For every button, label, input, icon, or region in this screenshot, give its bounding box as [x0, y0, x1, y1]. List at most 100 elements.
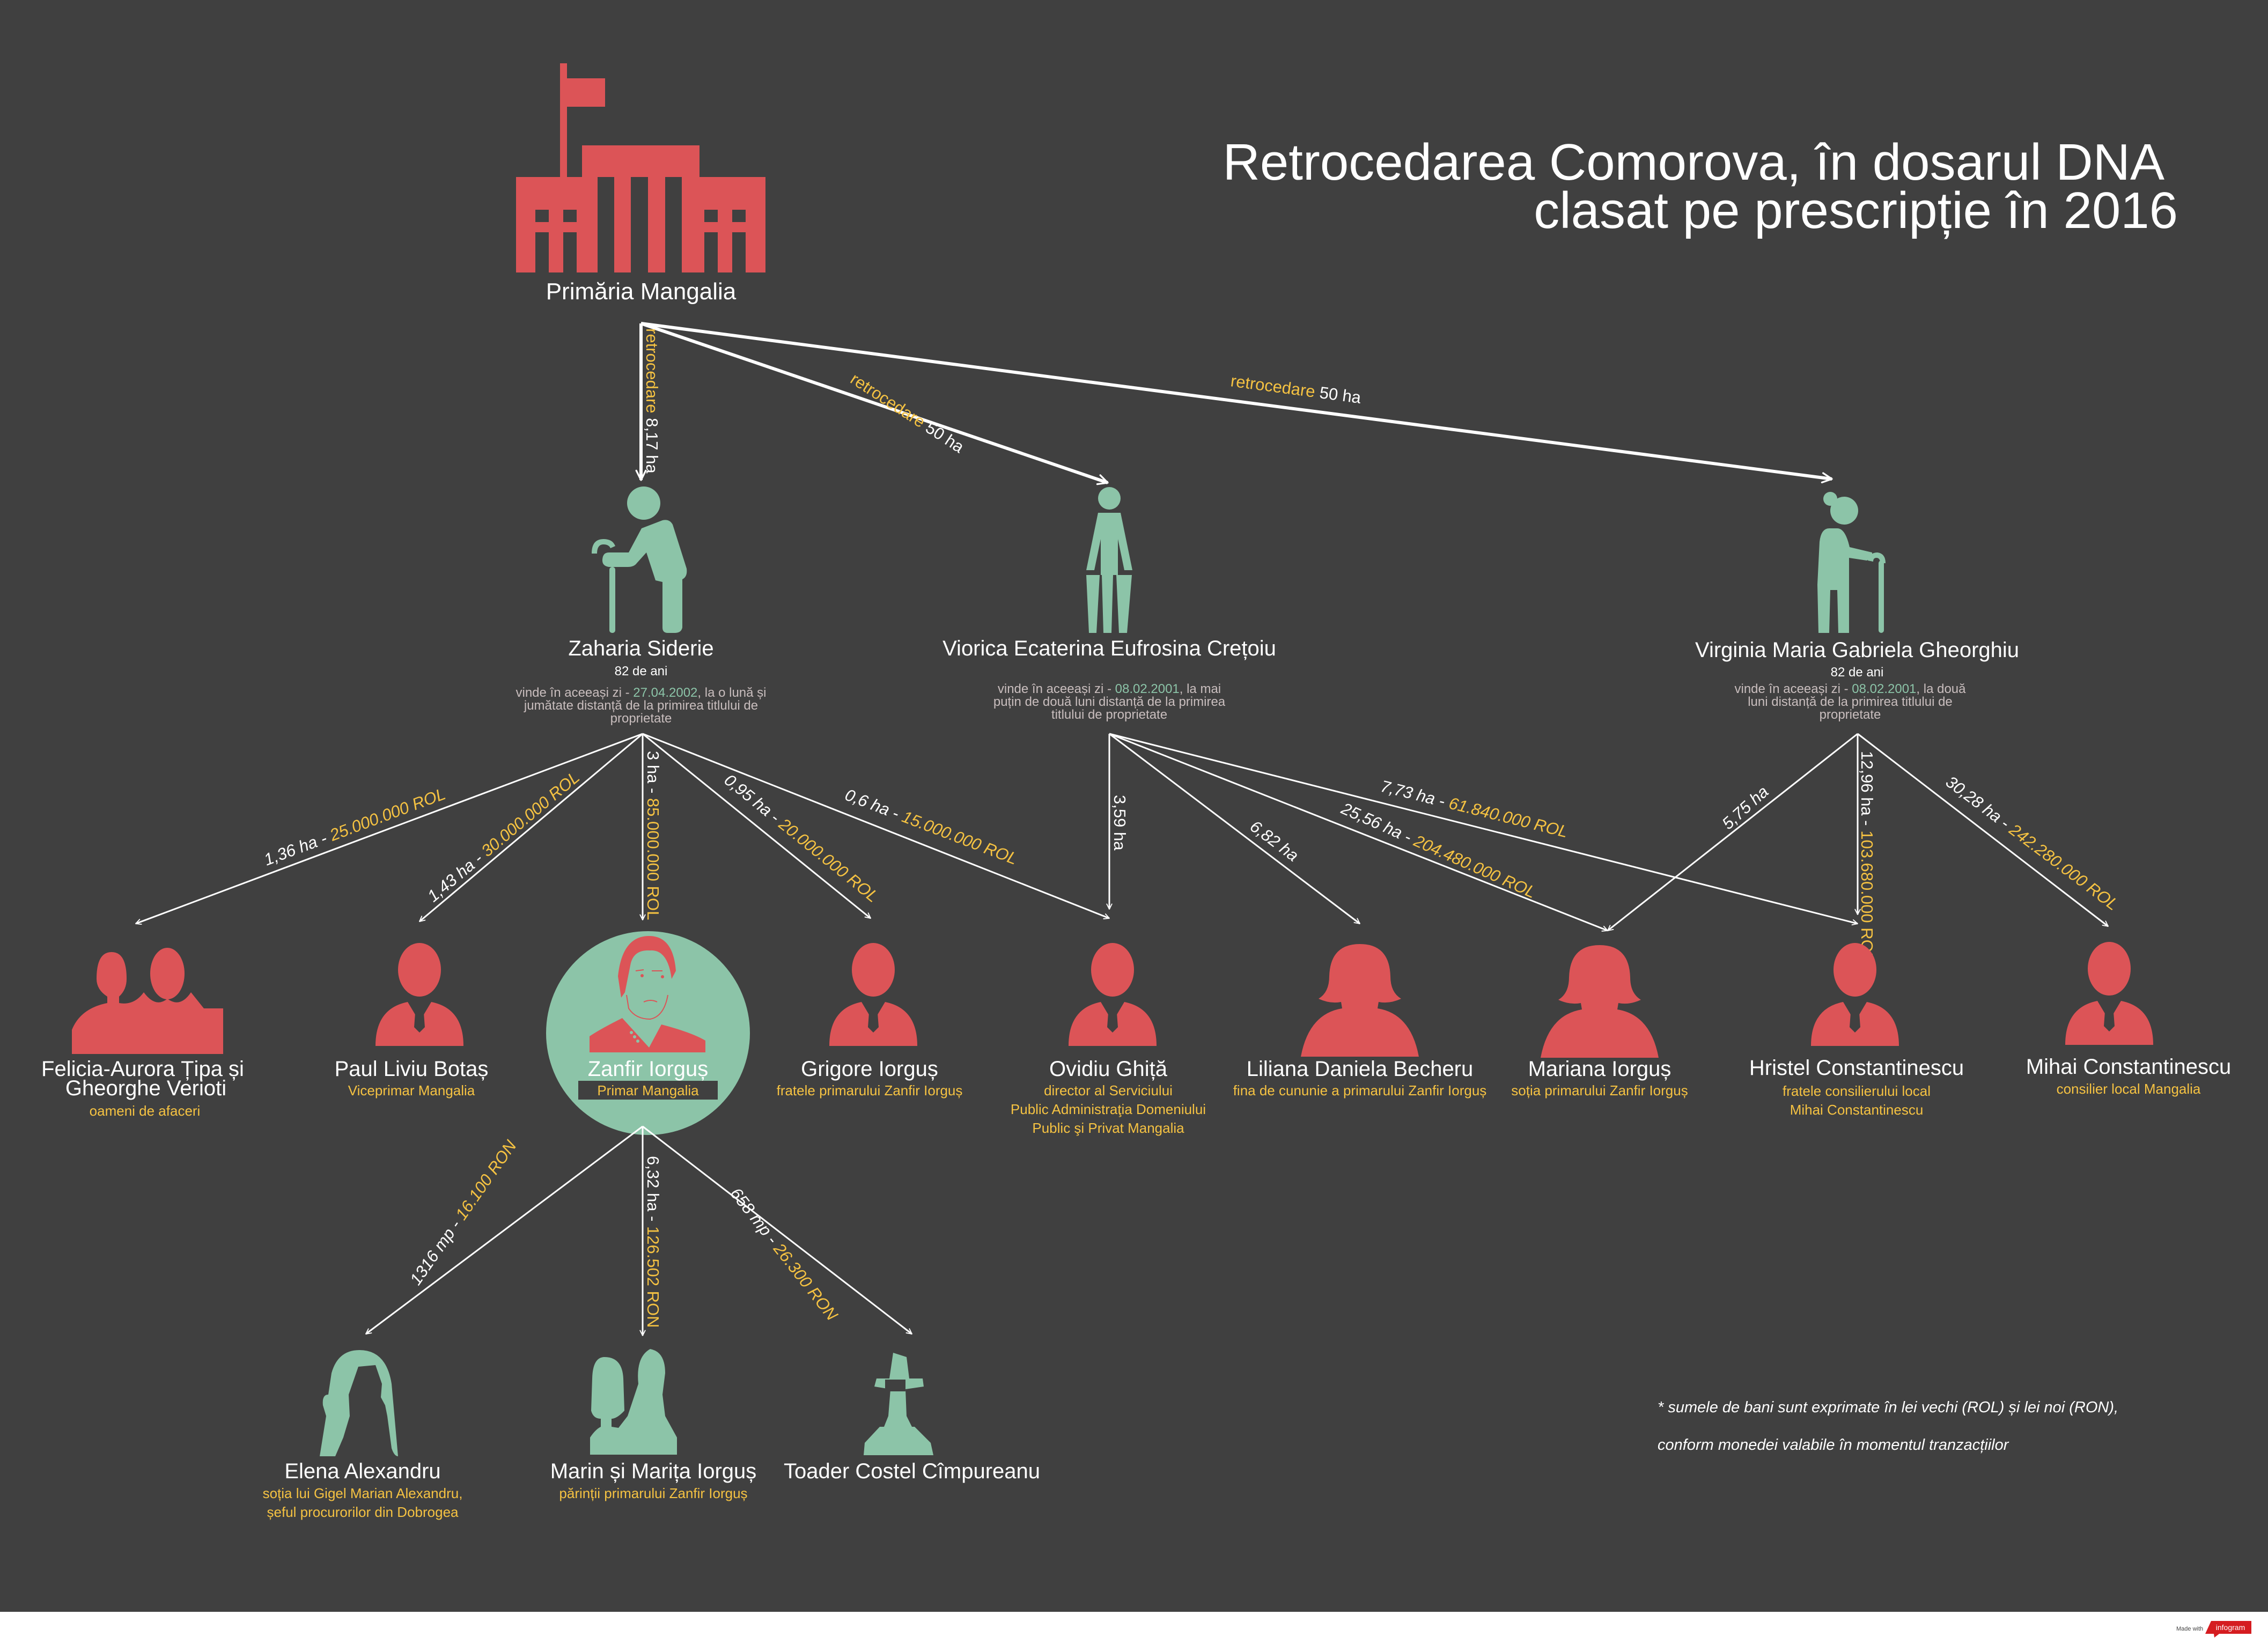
edge-zanfir-to-elena	[365, 1125, 643, 1335]
buyer-role: fratele primarului Zanfir Iorguș	[777, 1082, 963, 1099]
owner-desc-line2: jumătate distanță de la primirea titlulu…	[524, 698, 758, 713]
man-icon	[375, 943, 463, 1046]
buyer-role-line1: fratele consilierului local	[1783, 1083, 1931, 1099]
edge-root-to-owner-2	[640, 322, 1109, 485]
buyer-paul-botas: Paul Liviu Botaș Viceprimar Mangalia	[335, 1057, 489, 1099]
made-with-label: Made with	[2176, 1626, 2203, 1632]
edge-zaharia-to-grigore	[642, 733, 871, 919]
mayor-sale-label: 6,32 ha - 126.502 RON	[644, 1156, 662, 1328]
role-badge-bg	[578, 1081, 718, 1100]
buyer-name: Ovidiu Ghiță	[1049, 1057, 1168, 1081]
owner-desc-line1: vinde în aceeași zi - 27.04.2002, la o l…	[516, 685, 767, 700]
footer-bar	[0, 1612, 2268, 1644]
retrocedare-edges	[635, 322, 1833, 485]
recipient-name: Toader Costel Cîmpureanu	[784, 1459, 1040, 1483]
footnote-line1: * sumele de bani sunt exprimate în lei v…	[1658, 1399, 2118, 1416]
root-name: Primăria Mangalia	[546, 278, 737, 305]
recipient-role: părinții primarului Zanfir Iorguș	[559, 1485, 747, 1501]
owner-desc-line1: vinde în aceeași zi - 08.02.2001, la mai	[998, 682, 1221, 696]
buyer-mihai-constantinescu: Mihai Constantinescu consilier local Man…	[2026, 1055, 2231, 1097]
woman-long-hair-icon	[320, 1350, 398, 1456]
edge-virginia-to-mihai	[1857, 733, 2109, 927]
owner-label-1: Zaharia Siderie 82 de ani vinde în aceea…	[516, 637, 767, 726]
owner-label-3: Virginia Maria Gabriela Gheorghiu 82 de …	[1695, 638, 2019, 722]
man-icon	[1811, 943, 1899, 1046]
retro-label-1: retrocedare 8,17 ha	[643, 328, 661, 474]
couple-icon	[590, 1349, 677, 1455]
owner-desc-line3: proprietate	[610, 711, 672, 726]
buyer-role-line1: director al Serviciului	[1044, 1082, 1173, 1099]
buyer-role-line3: Public şi Privat Mangalia	[1032, 1120, 1184, 1136]
made-with-infogram[interactable]: Made with infogram	[2176, 1621, 2251, 1638]
owner-name: Zaharia Siderie	[568, 637, 713, 660]
buyer-role: soția primarului Zanfir Iorguș	[1511, 1082, 1688, 1099]
recipient-name: Elena Alexandru	[284, 1459, 440, 1483]
couple-icon	[72, 948, 223, 1054]
woman-icon	[1086, 487, 1132, 633]
sale-label: 12,96 ha - 103.680.000 ROL	[1858, 751, 1876, 962]
sale-label: 3,59 ha	[1110, 795, 1129, 851]
owner-desc-line2: puțin de două luni distanță de la primir…	[993, 695, 1226, 709]
title-line-1: Retrocedarea Comorova, în dosarul DNA	[1223, 134, 2164, 191]
buyer-role: Primar Mangalia	[597, 1082, 699, 1099]
owner-age: 82 de ani	[1831, 665, 1884, 680]
edge-virginia-to-mariana	[1607, 733, 1858, 932]
edge-zanfir-to-toader	[642, 1125, 912, 1335]
buyer-name: Hristel Constantinescu	[1749, 1056, 1964, 1080]
edge-viorica-to-mariana	[1109, 733, 1608, 932]
edge-root-to-owner-3	[640, 322, 1833, 484]
buyer-name: Grigore Iorguș	[801, 1057, 938, 1081]
buyer-name-line2: Gheorghe Verioti	[65, 1077, 226, 1100]
elderly-man-with-cane-icon	[592, 486, 687, 633]
owner-name: Virginia Maria Gabriela Gheorghiu	[1695, 638, 2019, 662]
sale-label: 3 ha - 85.000.000 ROL	[644, 751, 662, 920]
man-with-hat-icon	[864, 1353, 933, 1455]
sale-edges	[135, 733, 2109, 932]
recipient-name: Marin și Marița Iorguș	[550, 1459, 757, 1483]
buyer-name: Mariana Iorguș	[1528, 1057, 1671, 1081]
title-line-2: clasat pe prescripție în 2016	[1534, 182, 2178, 239]
mayor-sale-edges	[365, 1125, 912, 1336]
buyer-hristel-constantinescu: Hristel Constantinescu fratele consilier…	[1749, 1056, 1964, 1118]
buyer-name: Liliana Daniela Becheru	[1247, 1057, 1474, 1081]
woman-icon	[1541, 945, 1659, 1058]
buyer-role: Viceprimar Mangalia	[348, 1082, 475, 1099]
edge-zaharia-to-botas	[419, 733, 643, 923]
owner-age: 82 de ani	[615, 664, 668, 679]
owner-desc-line1: vinde în aceeași zi - 08.02.2001, la dou…	[1735, 682, 1967, 696]
edge-viorica-to-hristel	[1109, 733, 1858, 926]
buyer-role-line2: Public Administraţia Domeniului	[1011, 1101, 1206, 1117]
recipient-marin-marita-iorgus: Marin și Marița Iorguș părinții primarul…	[550, 1459, 757, 1501]
mayor-portrait-icon	[546, 931, 750, 1135]
buyer-role-line2: Mihai Constantinescu	[1790, 1102, 1924, 1118]
elderly-woman-with-cane-icon	[1817, 492, 1886, 633]
buyer-ovidiu-ghita: Ovidiu Ghiță director al Serviciului Pub…	[1011, 1057, 1206, 1136]
buyer-zanfir-iorgus: Zanfir Iorguș Primar Mangalia	[578, 1057, 718, 1100]
buyer-name-line1: Felicia-Aurora Țipa și	[41, 1057, 244, 1081]
edge-viorica-to-liliana	[1109, 733, 1360, 925]
buyer-name: Paul Liviu Botaș	[335, 1057, 489, 1081]
owner-name: Viorica Ecaterina Eufrosina Crețoiu	[942, 637, 1276, 660]
buyer-role: consilier local Mangalia	[2057, 1081, 2201, 1097]
owner-desc-line3: titlului de proprietate	[1051, 707, 1167, 722]
buyer-name: Mihai Constantinescu	[2026, 1055, 2231, 1079]
recipient-elena-alexandru: Elena Alexandru soția lui Gigel Marian A…	[263, 1459, 463, 1520]
woman-icon	[1301, 944, 1419, 1057]
owner-desc-line2: luni distanță de la primirea titlului de	[1748, 695, 1953, 709]
buyer-liliana-becheru: Liliana Daniela Becheru fina de cununie …	[1233, 1057, 1487, 1099]
owner-label-2: Viorica Ecaterina Eufrosina Crețoiu vind…	[942, 637, 1276, 722]
city-hall-icon	[516, 63, 765, 272]
buyer-mariana-iorgus: Mariana Iorguș soția primarului Zanfir I…	[1511, 1057, 1688, 1099]
buyer-name: Zanfir Iorguș	[588, 1057, 709, 1081]
man-icon	[2065, 942, 2153, 1045]
recipient-role-line1: soția lui Gigel Marian Alexandru,	[263, 1485, 463, 1501]
infogram-logo-text: infogram	[2216, 1623, 2245, 1632]
buyer-grigore-iorgus: Grigore Iorguș fratele primarului Zanfir…	[777, 1057, 963, 1099]
edge-zaharia-to-ovidiu	[642, 733, 1110, 919]
footnote-line2: conform monedei valabile în momentul tra…	[1658, 1436, 2009, 1454]
owner-desc-line3: proprietate	[1820, 707, 1881, 722]
recipient-toader-cimpureanu: Toader Costel Cîmpureanu	[784, 1459, 1040, 1483]
man-icon	[829, 943, 917, 1046]
infogram-logo-badge	[2205, 1621, 2251, 1638]
